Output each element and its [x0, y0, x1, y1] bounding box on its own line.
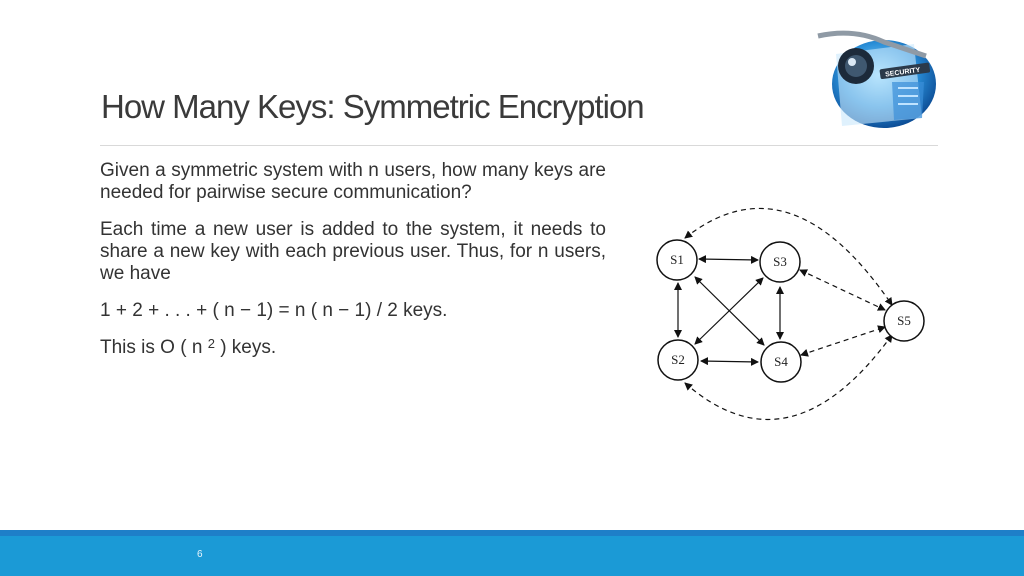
slide-title: How Many Keys: Symmetric Encryption [101, 88, 645, 125]
footer-bar [0, 536, 1024, 576]
edge-s3-s5 [799, 269, 886, 311]
security-logo-icon: SECURITY [817, 30, 936, 128]
node-s5: S5 [883, 300, 925, 342]
title-divider [100, 145, 938, 146]
complexity-text: This is O ( n 2 ) keys. [100, 337, 606, 359]
node-label-s1: S1 [670, 252, 684, 267]
edge-s2-s5 [684, 334, 893, 421]
complexity-suffix: ) keys. [214, 337, 277, 358]
complexity-prefix: This is O ( n [100, 337, 208, 358]
node-s4: S4 [760, 341, 802, 383]
edge-s1-s3 [698, 255, 759, 264]
node-label-s5: S5 [897, 313, 911, 328]
node-s1: S1 [656, 239, 698, 281]
node-label-s2: S2 [671, 352, 685, 367]
logo-text: SECURITY [885, 67, 921, 79]
paragraph-question: Given a symmetric system with n users, h… [100, 160, 606, 203]
formula-text: 1 + 2 + . . . + ( n − 1) = n ( n − 1) / … [100, 300, 448, 321]
node-s2: S2 [657, 339, 699, 381]
footer-accent-line [0, 530, 1024, 536]
node-label-s3: S3 [773, 254, 787, 269]
edge-s2-s4 [700, 357, 759, 366]
complexity-exponent: 2 [207, 336, 215, 351]
node-label-s4: S4 [774, 354, 788, 369]
edge-s4-s5 [800, 325, 886, 357]
slide-body: Given a symmetric system with n users, h… [100, 160, 606, 374]
node-s3: S3 [759, 241, 801, 283]
page-number: 6 [197, 549, 203, 560]
paragraph-explanation: Each time a new user is added to the sys… [100, 219, 606, 284]
key-sharing-diagram: S1 S3 S2 S4 S5 [656, 207, 925, 421]
